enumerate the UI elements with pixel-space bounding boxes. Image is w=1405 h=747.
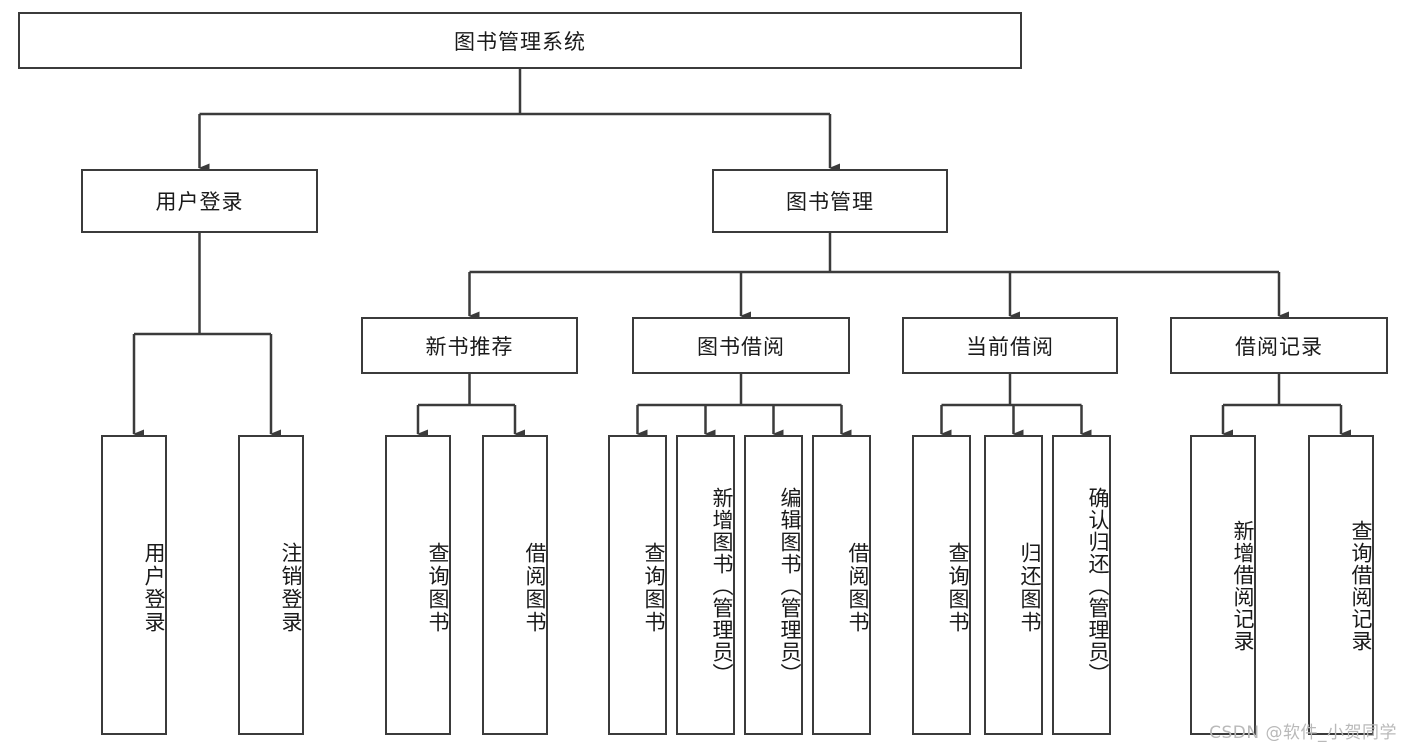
watermark: CSDN @软件_小贺同学 xyxy=(1209,723,1397,743)
node-leaf-9[interactable]: 查询图书 xyxy=(912,435,971,735)
node-login[interactable]: 用户登录 xyxy=(81,169,318,233)
node-borrow[interactable]: 图书借阅 xyxy=(632,317,850,374)
node-label: 用户登录 xyxy=(142,542,166,634)
node-label: 编辑图书（管理员） xyxy=(778,487,802,685)
node-leaf-2[interactable]: 注销登录 xyxy=(238,435,304,735)
node-bookmgmt[interactable]: 图书管理 xyxy=(712,169,948,233)
node-label: 图书借阅 xyxy=(697,334,785,359)
node-records[interactable]: 借阅记录 xyxy=(1170,317,1388,374)
node-leaf-12[interactable]: 新增借阅记录 xyxy=(1190,435,1256,735)
node-label: 查询图书 xyxy=(946,542,970,634)
node-label: 确认归还（管理员） xyxy=(1086,487,1110,685)
node-label: 当前借阅 xyxy=(966,334,1054,359)
node-label: 查询图书 xyxy=(642,542,666,634)
node-label: 注销登录 xyxy=(279,542,303,634)
node-label: 借阅图书 xyxy=(846,542,870,634)
node-leaf-8[interactable]: 借阅图书 xyxy=(812,435,871,735)
node-label: 查询借阅记录 xyxy=(1349,520,1373,652)
node-leaf-5[interactable]: 查询图书 xyxy=(608,435,667,735)
node-leaf-6[interactable]: 新增图书（管理员） xyxy=(676,435,735,735)
node-leaf-3[interactable]: 查询图书 xyxy=(385,435,451,735)
node-current[interactable]: 当前借阅 xyxy=(902,317,1118,374)
node-leaf-1[interactable]: 用户登录 xyxy=(101,435,167,735)
node-newbook[interactable]: 新书推荐 xyxy=(361,317,578,374)
node-label: 用户登录 xyxy=(155,190,244,214)
node-label: 图书管理系统 xyxy=(454,29,586,54)
node-label: 查询图书 xyxy=(426,542,450,634)
node-leaf-4[interactable]: 借阅图书 xyxy=(482,435,548,735)
node-leaf-7[interactable]: 编辑图书（管理员） xyxy=(744,435,803,735)
node-label: 借阅记录 xyxy=(1235,334,1323,359)
node-leaf-13[interactable]: 查询借阅记录 xyxy=(1308,435,1374,735)
node-label: 新增借阅记录 xyxy=(1231,520,1255,652)
node-label: 归还图书 xyxy=(1018,542,1042,634)
node-leaf-10[interactable]: 归还图书 xyxy=(984,435,1043,735)
node-label: 图书管理 xyxy=(786,190,874,214)
node-leaf-11[interactable]: 确认归还（管理员） xyxy=(1052,435,1111,735)
node-label: 新书推荐 xyxy=(425,334,514,359)
node-label: 新增图书（管理员） xyxy=(710,487,734,685)
node-label: 借阅图书 xyxy=(523,542,547,634)
node-root[interactable]: 图书管理系统 xyxy=(18,12,1022,69)
